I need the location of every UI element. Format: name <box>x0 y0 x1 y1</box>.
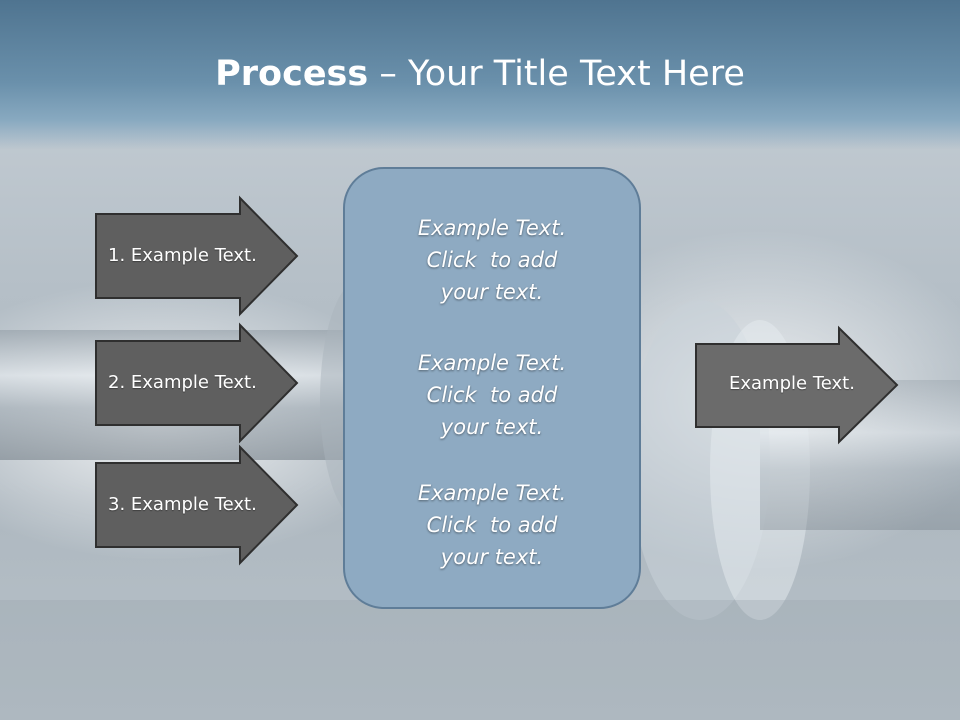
right-arrow-shape[interactable] <box>695 325 899 445</box>
panel-block-1: Example Text. Click to add your text. <box>344 212 640 308</box>
arrow-3-label: 3. Example Text. <box>108 494 257 515</box>
arrow-2-label: 2. Example Text. <box>108 372 257 393</box>
arrow-2-shape[interactable] <box>95 322 299 444</box>
right-arrow-label: Example Text. <box>729 373 855 394</box>
title-rest: – Your Title Text Here <box>368 54 745 94</box>
panel-block-3: Example Text. Click to add your text. <box>344 477 640 573</box>
panel-block-3-line-2: Click to add <box>426 513 558 537</box>
arrow-1-label: 1. Example Text. <box>108 245 257 266</box>
arrow-3-shape[interactable] <box>95 444 299 566</box>
center-panel: Example Text. Click to add your text. Ex… <box>344 168 640 608</box>
panel-block-2: Example Text. Click to add your text. <box>344 347 640 443</box>
panel-block-1-line-3: your text. <box>440 280 544 304</box>
panel-block-2-line-1: Example Text. <box>417 351 567 375</box>
title-bold: Process <box>215 54 369 94</box>
panel-block-1-line-2: Click to add <box>426 248 558 272</box>
panel-block-3-line-1: Example Text. <box>417 481 567 505</box>
title-band <box>0 0 960 150</box>
page-title: Process – Your Title Text Here <box>0 52 960 96</box>
panel-block-1-line-1: Example Text. <box>417 216 567 240</box>
arrow-1-shape[interactable] <box>95 195 299 317</box>
panel-block-2-line-3: your text. <box>440 415 544 439</box>
panel-block-3-line-3: your text. <box>440 545 544 569</box>
center-panel-shape[interactable] <box>343 167 641 609</box>
panel-block-2-line-2: Click to add <box>426 383 558 407</box>
